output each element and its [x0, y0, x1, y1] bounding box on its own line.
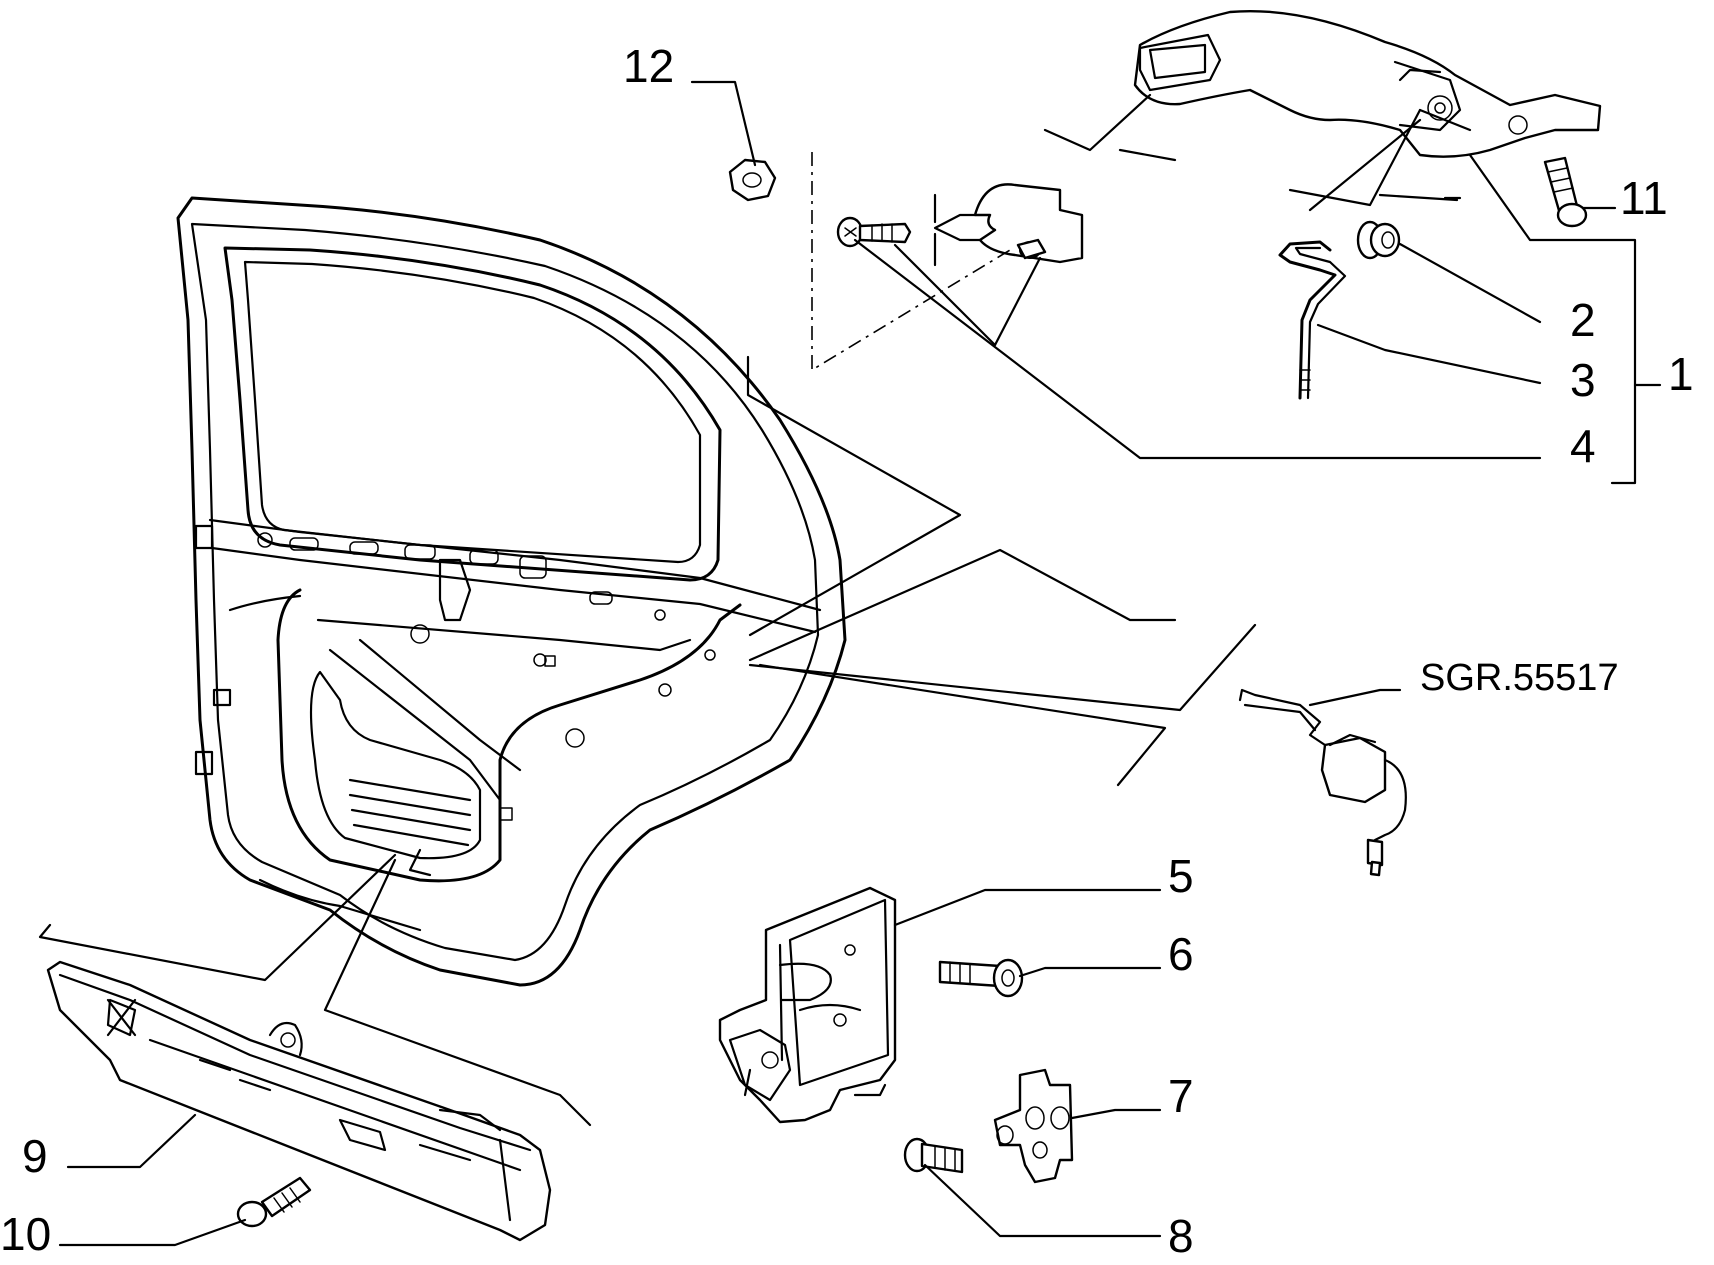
label-ref-sgr-55517: SGR.55517 — [1420, 657, 1619, 699]
part-5-door-lock — [718, 886, 897, 1124]
part-8-screw — [903, 1137, 964, 1174]
label-8: 8 — [1168, 1210, 1194, 1262]
label-12: 12 — [623, 40, 674, 92]
part-3-rod — [1278, 240, 1347, 400]
label-7: 7 — [1168, 1070, 1194, 1122]
part-7-striker-plate — [993, 1068, 1074, 1184]
door-panel — [176, 196, 847, 987]
label-4: 4 — [1570, 420, 1596, 472]
part-4-screw — [836, 216, 912, 248]
part-6-screw — [938, 958, 1024, 998]
part-10-bolt — [236, 1176, 312, 1228]
callout-labels: 12 11 2 3 1 4 SGR.55517 5 6 7 8 9 10 — [0, 40, 1694, 1262]
label-2: 2 — [1570, 294, 1596, 346]
label-10: 10 — [0, 1208, 51, 1260]
label-3: 3 — [1570, 354, 1596, 406]
label-5: 5 — [1168, 850, 1194, 902]
label-11: 11 — [1620, 172, 1668, 224]
label-9: 9 — [22, 1130, 48, 1182]
part-11-screw — [1543, 156, 1588, 228]
part-9-door-rail — [46, 960, 552, 1242]
part-12-nut — [728, 158, 777, 202]
leader-lines — [38, 80, 1662, 1247]
part-4-clip — [933, 183, 1084, 267]
lock-actuator-cable — [1238, 688, 1407, 877]
label-1: 1 — [1668, 348, 1694, 400]
part-1-outer-handle — [1133, 9, 1602, 158]
label-6: 6 — [1168, 928, 1194, 980]
part-2-grommet — [1356, 220, 1401, 260]
